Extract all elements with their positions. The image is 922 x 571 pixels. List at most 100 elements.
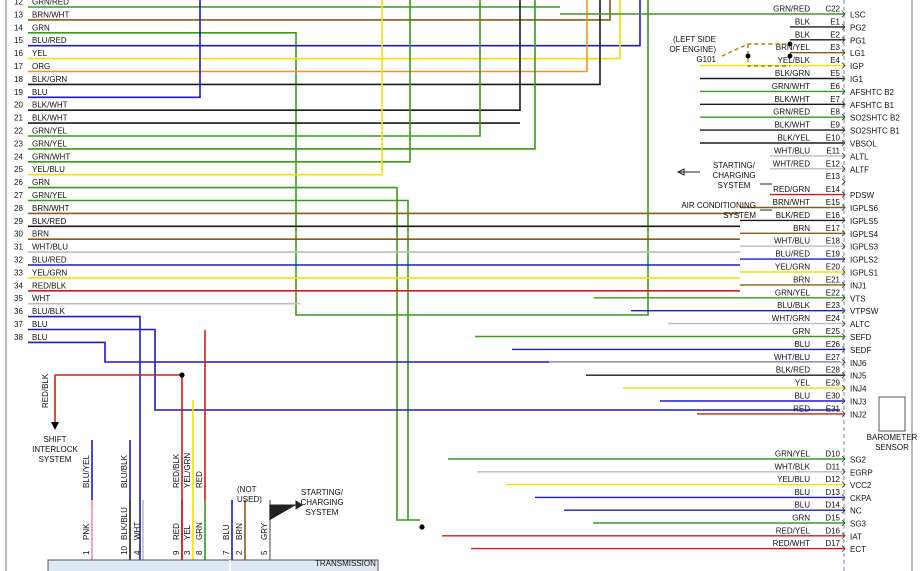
left-wire-19 xyxy=(28,0,201,99)
pin-number: D11 xyxy=(826,462,841,471)
pin-signal-name: VTPSW xyxy=(850,307,879,316)
barometer-label: BAROMETER xyxy=(867,433,918,442)
pin-signal-name: IAT xyxy=(850,532,862,541)
pin-signal-name: SEFD xyxy=(850,333,872,342)
pin-signal-name: INJ5 xyxy=(850,372,867,381)
starting-charging-label: STARTING/ xyxy=(713,161,756,170)
pin-terminal-mark xyxy=(841,165,846,173)
left-wire-13 xyxy=(28,0,611,21)
transmission-pin-wire: BLU xyxy=(222,524,231,540)
left-wire-number: 37 xyxy=(14,320,23,329)
pin-number: D16 xyxy=(825,526,840,535)
air-conditioning-label: SYSTEM xyxy=(723,211,756,220)
vertical-wire-label: BLU/YEL xyxy=(82,455,91,488)
left-wire-number: 30 xyxy=(14,230,23,239)
pin-wire-label: BLK/WHT xyxy=(774,95,810,104)
left-wire-number: 18 xyxy=(14,75,23,84)
pin-wire-label: YEL/BLK xyxy=(778,56,811,65)
pin-number: D13 xyxy=(825,488,840,497)
left-wire-38 xyxy=(28,341,840,363)
pin-signal-name: INJ6 xyxy=(850,359,867,368)
left-wire-label: BRN xyxy=(32,230,49,239)
vertical-wire-label: RED/BLK xyxy=(172,453,181,488)
pin-wire-label: RED xyxy=(793,404,810,413)
pin-wire-label: BLK/GRN xyxy=(775,69,810,78)
pin-signal-name: ALTL xyxy=(850,152,869,161)
pin-signal-name: EGRP xyxy=(850,468,873,477)
ground-junction-dot xyxy=(787,41,793,47)
left-wire-number: 12 xyxy=(14,0,23,7)
left-wire-number: 26 xyxy=(14,178,23,187)
pin-signal-name: VTS xyxy=(850,294,866,303)
left-wire-label: RED/BLK xyxy=(32,281,67,290)
left-wire-label: BLU xyxy=(32,88,48,97)
vertical-wire-label: YEL/GRN xyxy=(183,453,192,488)
left-wire-20 xyxy=(28,0,521,111)
pin-wire-label: YEL/GRN xyxy=(775,263,810,272)
pin-terminal-mark xyxy=(841,88,846,95)
pin-wire-label: RED/YEL xyxy=(776,526,811,535)
transmission-pin-wire: GRN xyxy=(195,522,204,540)
pin-number: E18 xyxy=(826,237,841,246)
transmission-pin-number: 8 xyxy=(195,550,204,555)
left-wire-22 xyxy=(28,0,481,137)
vertical-wire-label: RED xyxy=(195,471,204,488)
left-wire-label: GRN/YEL xyxy=(32,139,68,148)
left-wire-label: GRN/WHT xyxy=(32,152,70,161)
shift-interlock-label: INTERLOCK xyxy=(32,445,78,454)
junction-dot xyxy=(419,524,425,530)
pin-wire-label: WHT/GRN xyxy=(772,314,810,323)
pin-wire-label: BRN xyxy=(793,224,810,233)
pin-terminal-mark xyxy=(841,532,846,540)
transmission-pin-number: 10 xyxy=(120,546,129,555)
pin-number: E31 xyxy=(826,404,841,413)
pin-number: E11 xyxy=(826,146,840,155)
starting-charging-label: CHARGING xyxy=(300,498,343,507)
pin-number: D17 xyxy=(825,539,840,548)
transmission-pin-number: 5 xyxy=(260,550,269,555)
left-wire-label: BLK/GRN xyxy=(32,75,67,84)
pin-terminal-mark xyxy=(841,455,846,463)
left-wire-label: YEL xyxy=(32,49,48,58)
pin-terminal-mark xyxy=(841,294,846,302)
pin-terminal-mark xyxy=(841,204,846,211)
pin-number: E16 xyxy=(826,211,841,220)
pin-signal-name: IGPLS3 xyxy=(850,243,879,252)
left-wire-number: 20 xyxy=(14,101,23,110)
left-wire-label: BLK/RED xyxy=(32,217,66,226)
pin-terminal-mark xyxy=(841,217,846,224)
pin-signal-name: IGPLS1 xyxy=(850,269,879,278)
pin-signal-name: NC xyxy=(850,507,862,516)
pin-number: E26 xyxy=(826,340,841,349)
pin-terminal-mark xyxy=(841,468,846,476)
pin-signal-name: ALTF xyxy=(850,165,869,174)
pin-wire-label: BLK xyxy=(795,17,811,26)
pin-wire-label: BLU xyxy=(794,488,810,497)
left-wire-label: BLU/RED xyxy=(32,256,67,265)
pin-signal-name: IGPLS2 xyxy=(850,256,879,265)
shift-interlock-label: SHIFT xyxy=(43,435,66,444)
starting-charging-label: STARTING/ xyxy=(301,488,344,497)
pin-wire-label: BLU xyxy=(794,340,810,349)
pin-wire-label: BLU/BLK xyxy=(777,301,811,310)
left-wire-number: 19 xyxy=(14,88,23,97)
pin-wire-label: BRN xyxy=(793,275,810,284)
left-wire-16 xyxy=(28,0,621,60)
pin-terminal-mark xyxy=(841,346,846,353)
pin-terminal-mark xyxy=(841,481,846,488)
pin-number: C22 xyxy=(825,5,840,14)
pin-terminal-mark xyxy=(841,49,846,56)
pin-terminal-mark xyxy=(841,307,846,314)
shift-interlock-arrow xyxy=(51,422,59,430)
pin-wire-label: RED/WHT xyxy=(773,539,810,548)
pin-signal-name: SG3 xyxy=(850,520,867,529)
left-wire-number: 33 xyxy=(14,268,23,277)
pin-number: D14 xyxy=(825,501,840,510)
transmission-pin-wire: PNK xyxy=(82,523,91,540)
pin-wire-label: WHT/BLU xyxy=(774,237,810,246)
left-wire-label: GRN/YEL xyxy=(32,191,68,200)
left-wire-label: BLU/BLK xyxy=(32,307,66,316)
pin-terminal-mark xyxy=(841,268,846,276)
left-wire-label: BLK/WHT xyxy=(32,114,68,123)
